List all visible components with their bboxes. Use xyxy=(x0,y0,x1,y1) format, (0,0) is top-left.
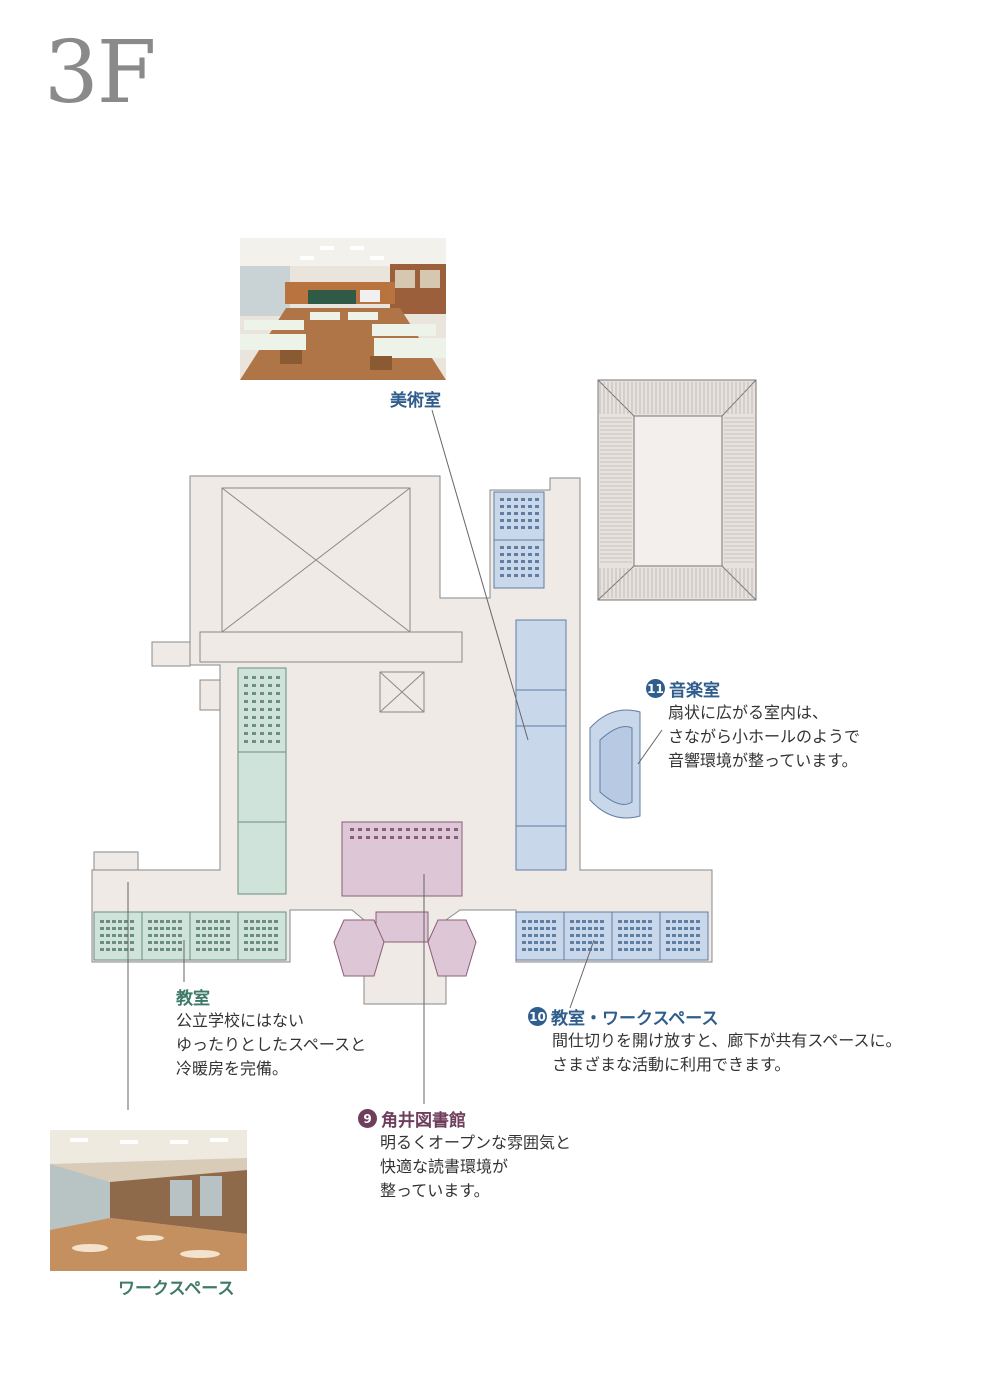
workspace-photo xyxy=(50,1130,247,1271)
library-desc-2: 快適な読書環境が xyxy=(380,1157,509,1176)
library-badge: 9 xyxy=(358,1109,377,1128)
classroom-desc-1: 公立学校にはない xyxy=(176,1011,305,1030)
floor-title: 3F xyxy=(44,23,156,123)
music-room-desc-3: 音響環境が整っています。 xyxy=(668,751,858,770)
classroom-workspace-name: 教室・ワークスペース xyxy=(551,1009,719,1029)
classroom-workspace-desc-1: 間仕切りを開け放すと、廊下が共有スペースに。 xyxy=(552,1031,902,1050)
music-room-badge: 11 xyxy=(646,679,665,698)
classroom-desc-3: 冷暖房を完備。 xyxy=(176,1059,289,1078)
classroom-workspace-badge: 10 xyxy=(528,1007,547,1026)
music-room-name: 音楽室 xyxy=(669,681,720,701)
classroom-workspace-desc-2: さまざまな活動に利用できます。 xyxy=(552,1055,791,1074)
classroom-workspace-callout: 10 教室・ワークスペース 間仕切りを開け放すと、廊下が共有スペースに。 さまざ… xyxy=(528,1004,901,1077)
music-room-desc-2: さながら小ホールのようで xyxy=(668,727,861,746)
library-desc-3: 整っています。 xyxy=(380,1181,490,1200)
library-name: 角井図書館 xyxy=(381,1111,466,1131)
music-room-desc-1: 扇状に広がる室内は、 xyxy=(668,703,829,722)
classroom-callout: 教室 公立学校にはない ゆったりとしたスペースと 冷暖房を完備。 xyxy=(176,984,366,1081)
music-room-callout: 11 音楽室 扇状に広がる室内は、 さながら小ホールのようで 音響環境が整ってい… xyxy=(646,676,860,773)
classroom-desc-2: ゆったりとしたスペースと xyxy=(176,1035,367,1054)
library-callout: 9 角井図書館 明るくオープンな雰囲気と 快適な読書環境が 整っています。 xyxy=(358,1106,571,1203)
library-desc-1: 明るくオープンな雰囲気と xyxy=(380,1133,572,1152)
art-room-photo xyxy=(240,238,446,380)
workspace-photo-label: ワークスペース xyxy=(118,1279,235,1299)
classroom-name: 教室 xyxy=(176,989,210,1009)
art-room-label: 美術室 xyxy=(390,391,441,411)
